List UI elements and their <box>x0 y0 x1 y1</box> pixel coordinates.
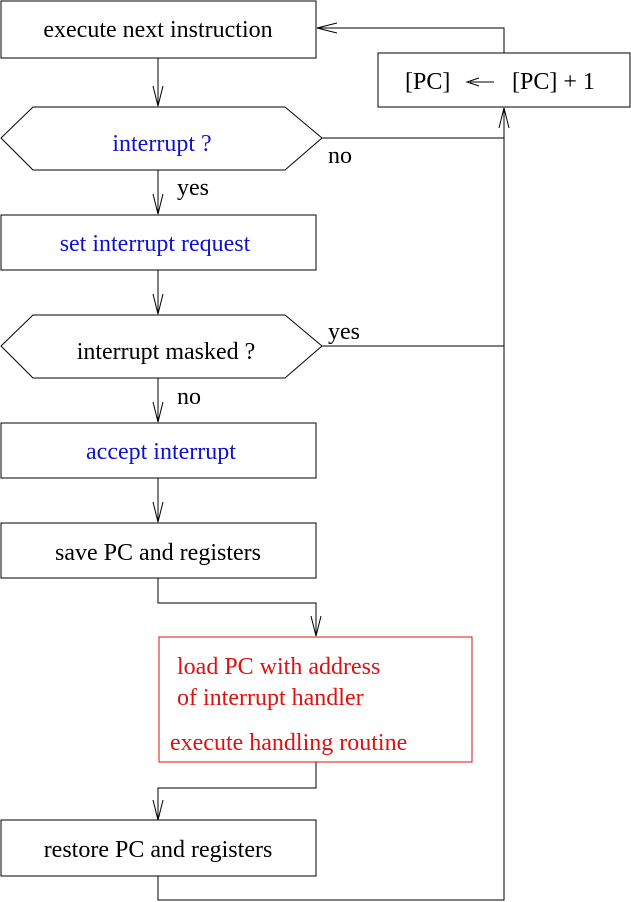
restore-label: restore PC and registers <box>44 837 273 863</box>
node-pc-increment: [PC] [PC] + 1 <box>377 52 631 108</box>
node-handler: load PC with address of interrupt handle… <box>158 636 473 763</box>
handler-line3: execute handling routine <box>170 730 407 756</box>
arrowhead-handler <box>310 615 322 637</box>
handler-line1: load PC with address <box>177 654 380 680</box>
pc-increment-left-label: [PC] <box>405 69 450 95</box>
set-request-label: set interrupt request <box>60 231 251 257</box>
arrowhead-accept <box>152 401 164 423</box>
pc-increment-right-label: [PC] + 1 <box>512 69 595 95</box>
interrupt-yes-label: yes <box>177 175 209 201</box>
node-accept: accept interrupt <box>0 422 317 479</box>
node-interrupt-check: interrupt ? <box>0 106 323 171</box>
node-execute-next: execute next instruction <box>0 0 317 59</box>
assign-arrowhead-icon <box>465 77 480 87</box>
interrupt-check-label: interrupt ? <box>112 131 211 157</box>
arrowhead-pc-increment <box>498 107 510 129</box>
masked-yes-label: yes <box>328 319 360 345</box>
masked-no-label: no <box>177 384 201 410</box>
handler-line2: of interrupt handler <box>177 685 364 711</box>
node-restore: restore PC and registers <box>0 819 317 877</box>
node-masked-check: interrupt masked ? <box>0 314 323 379</box>
interrupt-no-label: no <box>328 143 352 169</box>
node-save: save PC and registers <box>0 522 317 579</box>
save-label: save PC and registers <box>55 540 261 566</box>
accept-label: accept interrupt <box>86 439 236 465</box>
arrowhead-set-request <box>152 193 164 215</box>
masked-check-label: interrupt masked ? <box>77 339 256 365</box>
arrowhead-masked-check <box>152 293 164 315</box>
execute-next-label: execute next instruction <box>43 17 272 43</box>
edge-save-to-handler <box>157 578 317 636</box>
arrowhead-save <box>152 501 164 523</box>
arrowhead-interrupt-check <box>152 85 164 107</box>
edge-handler-to-restore <box>157 762 317 820</box>
node-set-request: set interrupt request <box>0 214 317 271</box>
edge-restore-loop <box>157 108 505 901</box>
arrowhead-execute <box>316 22 338 34</box>
